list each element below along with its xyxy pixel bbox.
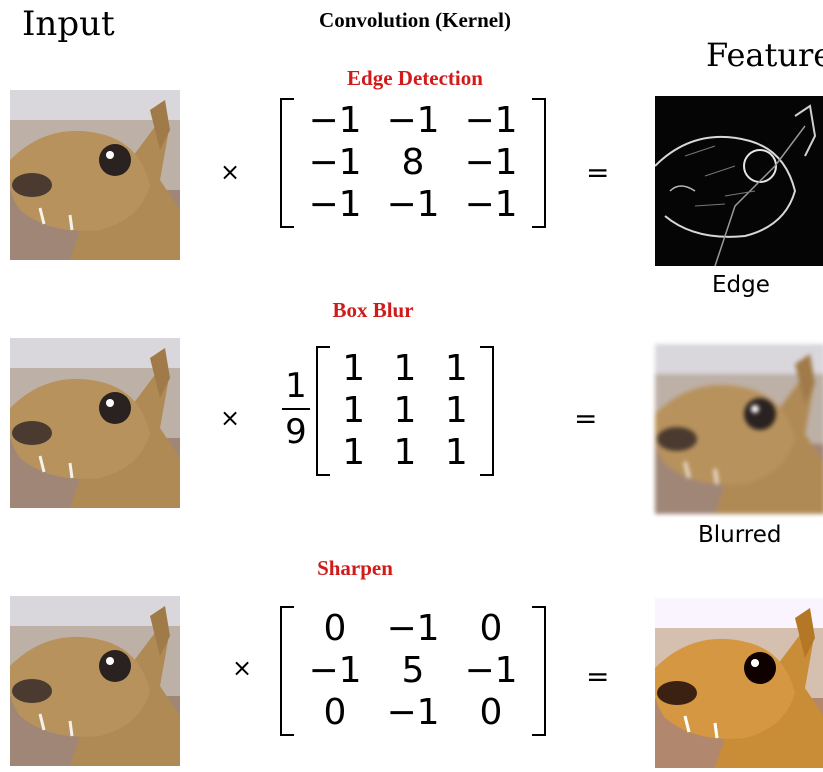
multiply-operator: × — [220, 158, 241, 186]
matrix-cell: −1 — [386, 608, 440, 649]
input-image-blur-row — [10, 338, 180, 508]
matrix-cell: 1 — [393, 432, 417, 473]
matrix-cell: 1 — [393, 390, 417, 431]
equals-operator: = — [574, 402, 598, 435]
matrix-cell: 1 — [393, 348, 417, 389]
output-caption-edge: Edge — [712, 272, 770, 298]
matrix-cell: 0 — [479, 608, 503, 649]
multiply-operator: × — [232, 654, 253, 682]
matrix-cell: −1 — [464, 142, 518, 183]
animal-photo — [10, 90, 180, 260]
matrix-cell: 1 — [444, 348, 468, 389]
matrix-cell: −1 — [464, 184, 518, 225]
matrix-cell: −1 — [386, 184, 440, 225]
matrix-cell: 5 — [401, 650, 425, 691]
input-image-edge-row — [10, 90, 180, 260]
right-bracket — [532, 606, 546, 736]
matrix-cell: −1 — [308, 650, 362, 691]
left-bracket — [280, 98, 294, 228]
animal-photo — [10, 596, 180, 766]
output-image-edge — [655, 96, 823, 266]
matrix-cell: 0 — [479, 692, 503, 733]
matrix-cell: −1 — [308, 100, 362, 141]
kernel-name-sharpen: Sharpen — [317, 556, 393, 580]
right-bracket — [532, 98, 546, 228]
equals-operator: = — [586, 660, 610, 693]
fraction-denominator: 9 — [285, 412, 307, 452]
matrix-cell: 1 — [342, 432, 366, 473]
matrix-cell: −1 — [386, 100, 440, 141]
output-image-sharpened — [655, 598, 823, 768]
multiply-operator: × — [220, 404, 241, 432]
kernel-column-header: Convolution (Kernel) — [319, 8, 511, 32]
input-image-sharpen-row — [10, 596, 180, 766]
matrix-cell: −1 — [464, 650, 518, 691]
blurred-animal-photo — [655, 344, 823, 514]
matrix-cell: −1 — [308, 142, 362, 183]
kernel-matrix-blur: 1 1 1 1 1 1 1 1 1 — [316, 346, 494, 476]
right-bracket — [480, 346, 494, 476]
equals-operator: = — [586, 156, 610, 189]
left-bracket — [316, 346, 330, 476]
matrix-cell: 1 — [342, 390, 366, 431]
left-bracket — [280, 606, 294, 736]
kernel-name-box-blur: Box Blur — [332, 298, 414, 322]
matrix-cell: 0 — [323, 692, 347, 733]
sharpened-animal-photo — [655, 598, 823, 768]
input-column-header: Input — [22, 4, 115, 44]
kernel-matrix-edge: −1 −1 −1 −1 8 −1 −1 −1 −1 — [280, 98, 546, 228]
edge-map-photo — [655, 96, 823, 266]
matrix-cell: −1 — [386, 692, 440, 733]
matrix-cell: 0 — [323, 608, 347, 649]
output-caption-blurred: Blurred — [698, 522, 782, 548]
animal-photo — [10, 338, 180, 508]
matrix-cell: −1 — [464, 100, 518, 141]
matrix-cell: 1 — [444, 432, 468, 473]
scale-fraction: 1 9 — [282, 366, 310, 452]
kernel-matrix-sharpen: 0 −1 0 −1 5 −1 0 −1 0 — [280, 606, 546, 736]
feature-column-header: Feature — [706, 36, 823, 74]
fraction-bar — [282, 408, 310, 410]
kernel-name-edge-detection: Edge Detection — [347, 66, 483, 90]
output-image-blurred — [655, 344, 823, 514]
fraction-numerator: 1 — [285, 366, 307, 406]
matrix-cell: −1 — [308, 184, 362, 225]
matrix-cell: 8 — [401, 142, 425, 183]
matrix-cell: 1 — [342, 348, 366, 389]
matrix-cell: 1 — [444, 390, 468, 431]
